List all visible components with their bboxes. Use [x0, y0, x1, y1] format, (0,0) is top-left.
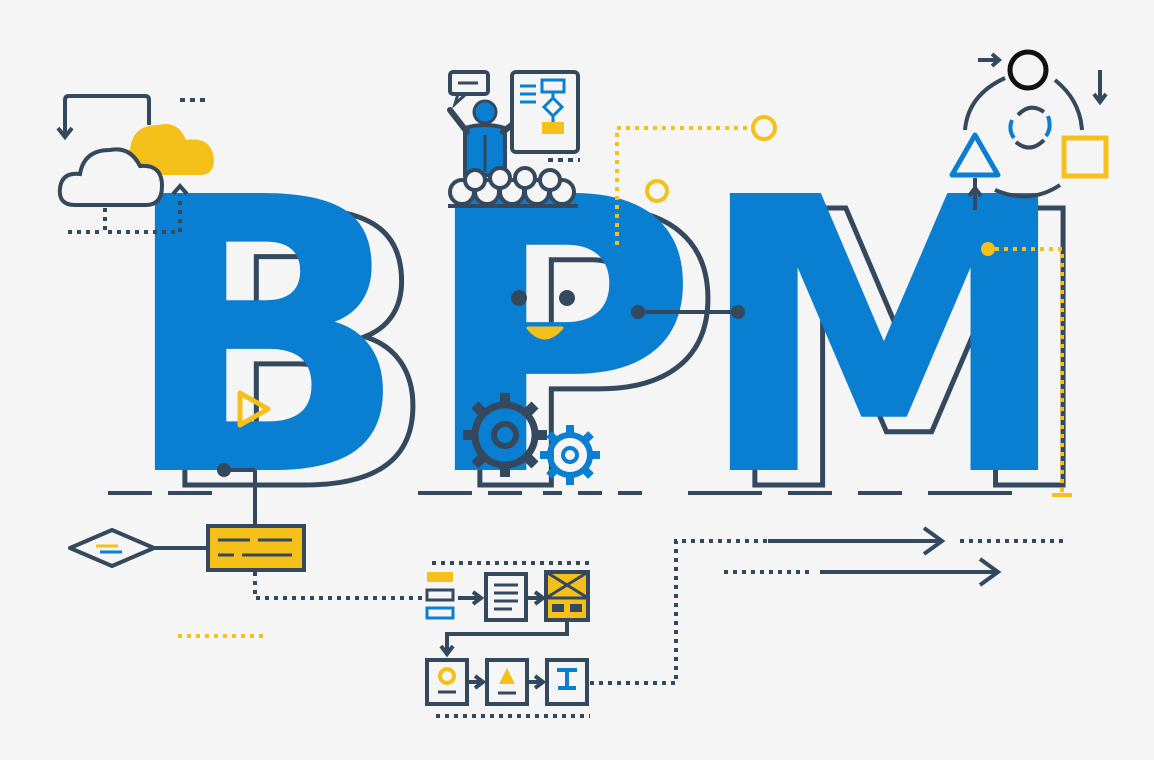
cycle-shapes-icon [949, 49, 1109, 210]
letter-m: M [695, 117, 1073, 560]
letter-b: B [120, 117, 410, 560]
decision-diamond-icon [68, 528, 210, 568]
speech-bubble-icon [448, 70, 490, 109]
smiley-face-icon [511, 290, 575, 340]
document-icon [425, 561, 590, 718]
play-icon [237, 390, 271, 428]
flowchart-board-icon [510, 70, 580, 162]
gear-icon-small [540, 425, 600, 485]
letter-m-outline: M [720, 132, 1098, 575]
yellow-connector-top [615, 115, 777, 245]
gear-icon [463, 393, 547, 477]
yellow-connector-right [981, 242, 1072, 497]
presenter-icon [447, 70, 578, 208]
letter-b-outline: B [150, 132, 440, 575]
cloud-sync-icon [56, 94, 214, 234]
process-box-icon [206, 463, 425, 600]
connector-p-m [631, 305, 745, 319]
arrow-right-icon [590, 526, 1068, 685]
